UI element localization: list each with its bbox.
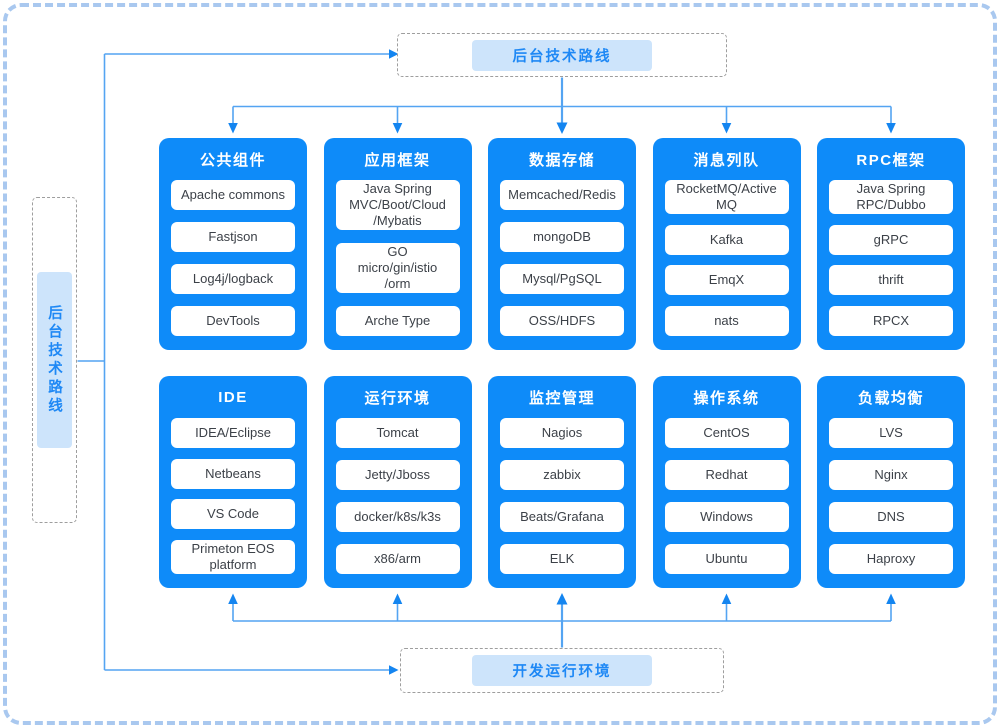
tech-item: LVS <box>829 418 953 448</box>
card-title: 负载均衡 <box>857 389 924 407</box>
card-title: RPC框架 <box>856 151 926 169</box>
card-message-queue: 消息列队 RocketMQ/Active MQ Kafka EmqX nats <box>652 138 801 350</box>
bottom-env-box: 开发运行环境 <box>400 648 724 693</box>
arrow-down-card-1 <box>228 123 238 134</box>
tech-item: Java Spring MVC/Boot/Cloud /Mybatis <box>335 180 460 230</box>
tech-item: zabbix <box>500 460 624 490</box>
tech-item: Tomcat <box>335 418 460 448</box>
tech-item: Nagios <box>500 418 624 448</box>
bottom-env-label: 开发运行环境 <box>472 655 652 686</box>
card-items: Java Spring RPC/Dubbo gRPC thrift RPCX <box>829 180 953 336</box>
card-items: LVS Nginx DNS Haproxy <box>829 418 953 574</box>
arrow-up-card-10 <box>886 593 896 604</box>
tech-item: mongoDB <box>500 222 624 252</box>
card-os: 操作系统 CentOS Redhat Windows Ubuntu <box>652 376 801 588</box>
card-title: 公共组件 <box>199 151 266 169</box>
card-rpc-frameworks: RPC框架 Java Spring RPC/Dubbo gRPC thrift … <box>817 138 965 350</box>
tech-item: Apache commons <box>171 180 295 210</box>
tech-item: IDEA/Eclipse <box>171 418 295 448</box>
tech-item: docker/k8s/k3s <box>335 502 460 532</box>
arrow-up-card-6 <box>228 593 238 604</box>
arrow-down-card-5 <box>886 123 896 134</box>
tech-item: DNS <box>829 502 953 532</box>
card-items: Tomcat Jetty/Jboss docker/k8s/k3s x86/ar… <box>335 418 460 574</box>
card-title: 操作系统 <box>693 389 760 407</box>
card-title: 监控管理 <box>528 389 595 407</box>
tech-item: Java Spring RPC/Dubbo <box>829 180 953 214</box>
tech-item: x86/arm <box>335 544 460 574</box>
card-items: RocketMQ/Active MQ Kafka EmqX nats <box>664 180 789 336</box>
card-data-storage: 数据存储 Memcached/Redis mongoDB Mysql/PgSQL… <box>488 138 636 350</box>
tech-item: GO micro/gin/istio /orm <box>335 243 460 293</box>
card-title: 消息列队 <box>693 151 760 169</box>
card-items: Apache commons Fastjson Log4j/logback De… <box>171 180 295 336</box>
card-common-components: 公共组件 Apache commons Fastjson Log4j/logba… <box>159 138 307 350</box>
top-route-label: 后台技术路线 <box>472 39 652 71</box>
card-items: Nagios zabbix Beats/Grafana ELK <box>500 418 624 574</box>
tech-item: Kafka <box>664 224 789 255</box>
card-runtime-env: 运行环境 Tomcat Jetty/Jboss docker/k8s/k3s x… <box>323 376 472 588</box>
tech-item: Beats/Grafana <box>500 502 624 532</box>
tech-item: EmqX <box>664 265 789 296</box>
card-ide: IDE IDEA/Eclipse Netbeans VS Code Primet… <box>159 376 307 588</box>
card-grid: 公共组件 Apache commons Fastjson Log4j/logba… <box>159 138 965 588</box>
tech-item: Fastjson <box>171 222 295 252</box>
card-title: 运行环境 <box>364 389 431 407</box>
tech-item: ELK <box>500 544 624 574</box>
tech-item: Nginx <box>829 460 953 490</box>
card-items: Java Spring MVC/Boot/Cloud /Mybatis GO m… <box>335 180 460 336</box>
tech-item: Jetty/Jboss <box>335 460 460 490</box>
card-title: IDE <box>218 388 248 406</box>
card-items: CentOS Redhat Windows Ubuntu <box>664 418 789 574</box>
arrow-up-card-8 <box>556 593 568 605</box>
tech-item: Windows <box>664 502 789 532</box>
arrow-down-card-3 <box>556 122 568 134</box>
arrow-into-bottom-box <box>389 665 399 675</box>
arrow-down-card-4 <box>721 123 732 134</box>
card-items: Memcached/Redis mongoDB Mysql/PgSQL OSS/… <box>500 180 624 336</box>
tech-item: Primeton EOS platform <box>171 539 295 574</box>
tech-item: RPCX <box>829 305 953 336</box>
arrow-down-card-2 <box>392 123 403 134</box>
card-app-frameworks: 应用框架 Java Spring MVC/Boot/Cloud /Mybatis… <box>323 138 472 350</box>
tech-item: Mysql/PgSQL <box>500 264 624 294</box>
top-route-box: 后台技术路线 <box>397 33 727 77</box>
tech-item: Redhat <box>664 460 789 490</box>
tech-item: Arche Type <box>335 306 460 336</box>
tech-item: DevTools <box>171 306 295 336</box>
left-route-label: 后台技术路线 <box>37 272 72 448</box>
tech-item: nats <box>664 305 789 336</box>
card-monitoring: 监控管理 Nagios zabbix Beats/Grafana ELK <box>488 376 636 588</box>
tech-item: VS Code <box>171 499 295 530</box>
tech-item: Memcached/Redis <box>500 180 624 210</box>
card-load-balancing: 负载均衡 LVS Nginx DNS Haproxy <box>817 376 965 588</box>
tech-item: gRPC <box>829 224 953 255</box>
arrow-up-card-9 <box>721 593 732 604</box>
card-items: IDEA/Eclipse Netbeans VS Code Primeton E… <box>171 418 295 574</box>
left-route-box: 后台技术路线 <box>32 197 77 523</box>
tech-item: thrift <box>829 265 953 296</box>
card-title: 数据存储 <box>528 151 595 169</box>
tech-item: Ubuntu <box>664 544 789 574</box>
tech-item: OSS/HDFS <box>500 306 624 336</box>
card-title: 应用框架 <box>364 151 431 169</box>
arrow-up-card-7 <box>392 593 403 604</box>
tech-item: Log4j/logback <box>171 264 295 294</box>
tech-item: Netbeans <box>171 458 295 489</box>
tech-item: Haproxy <box>829 544 953 574</box>
tech-item: CentOS <box>664 418 789 448</box>
tech-item: RocketMQ/Active MQ <box>664 180 789 214</box>
